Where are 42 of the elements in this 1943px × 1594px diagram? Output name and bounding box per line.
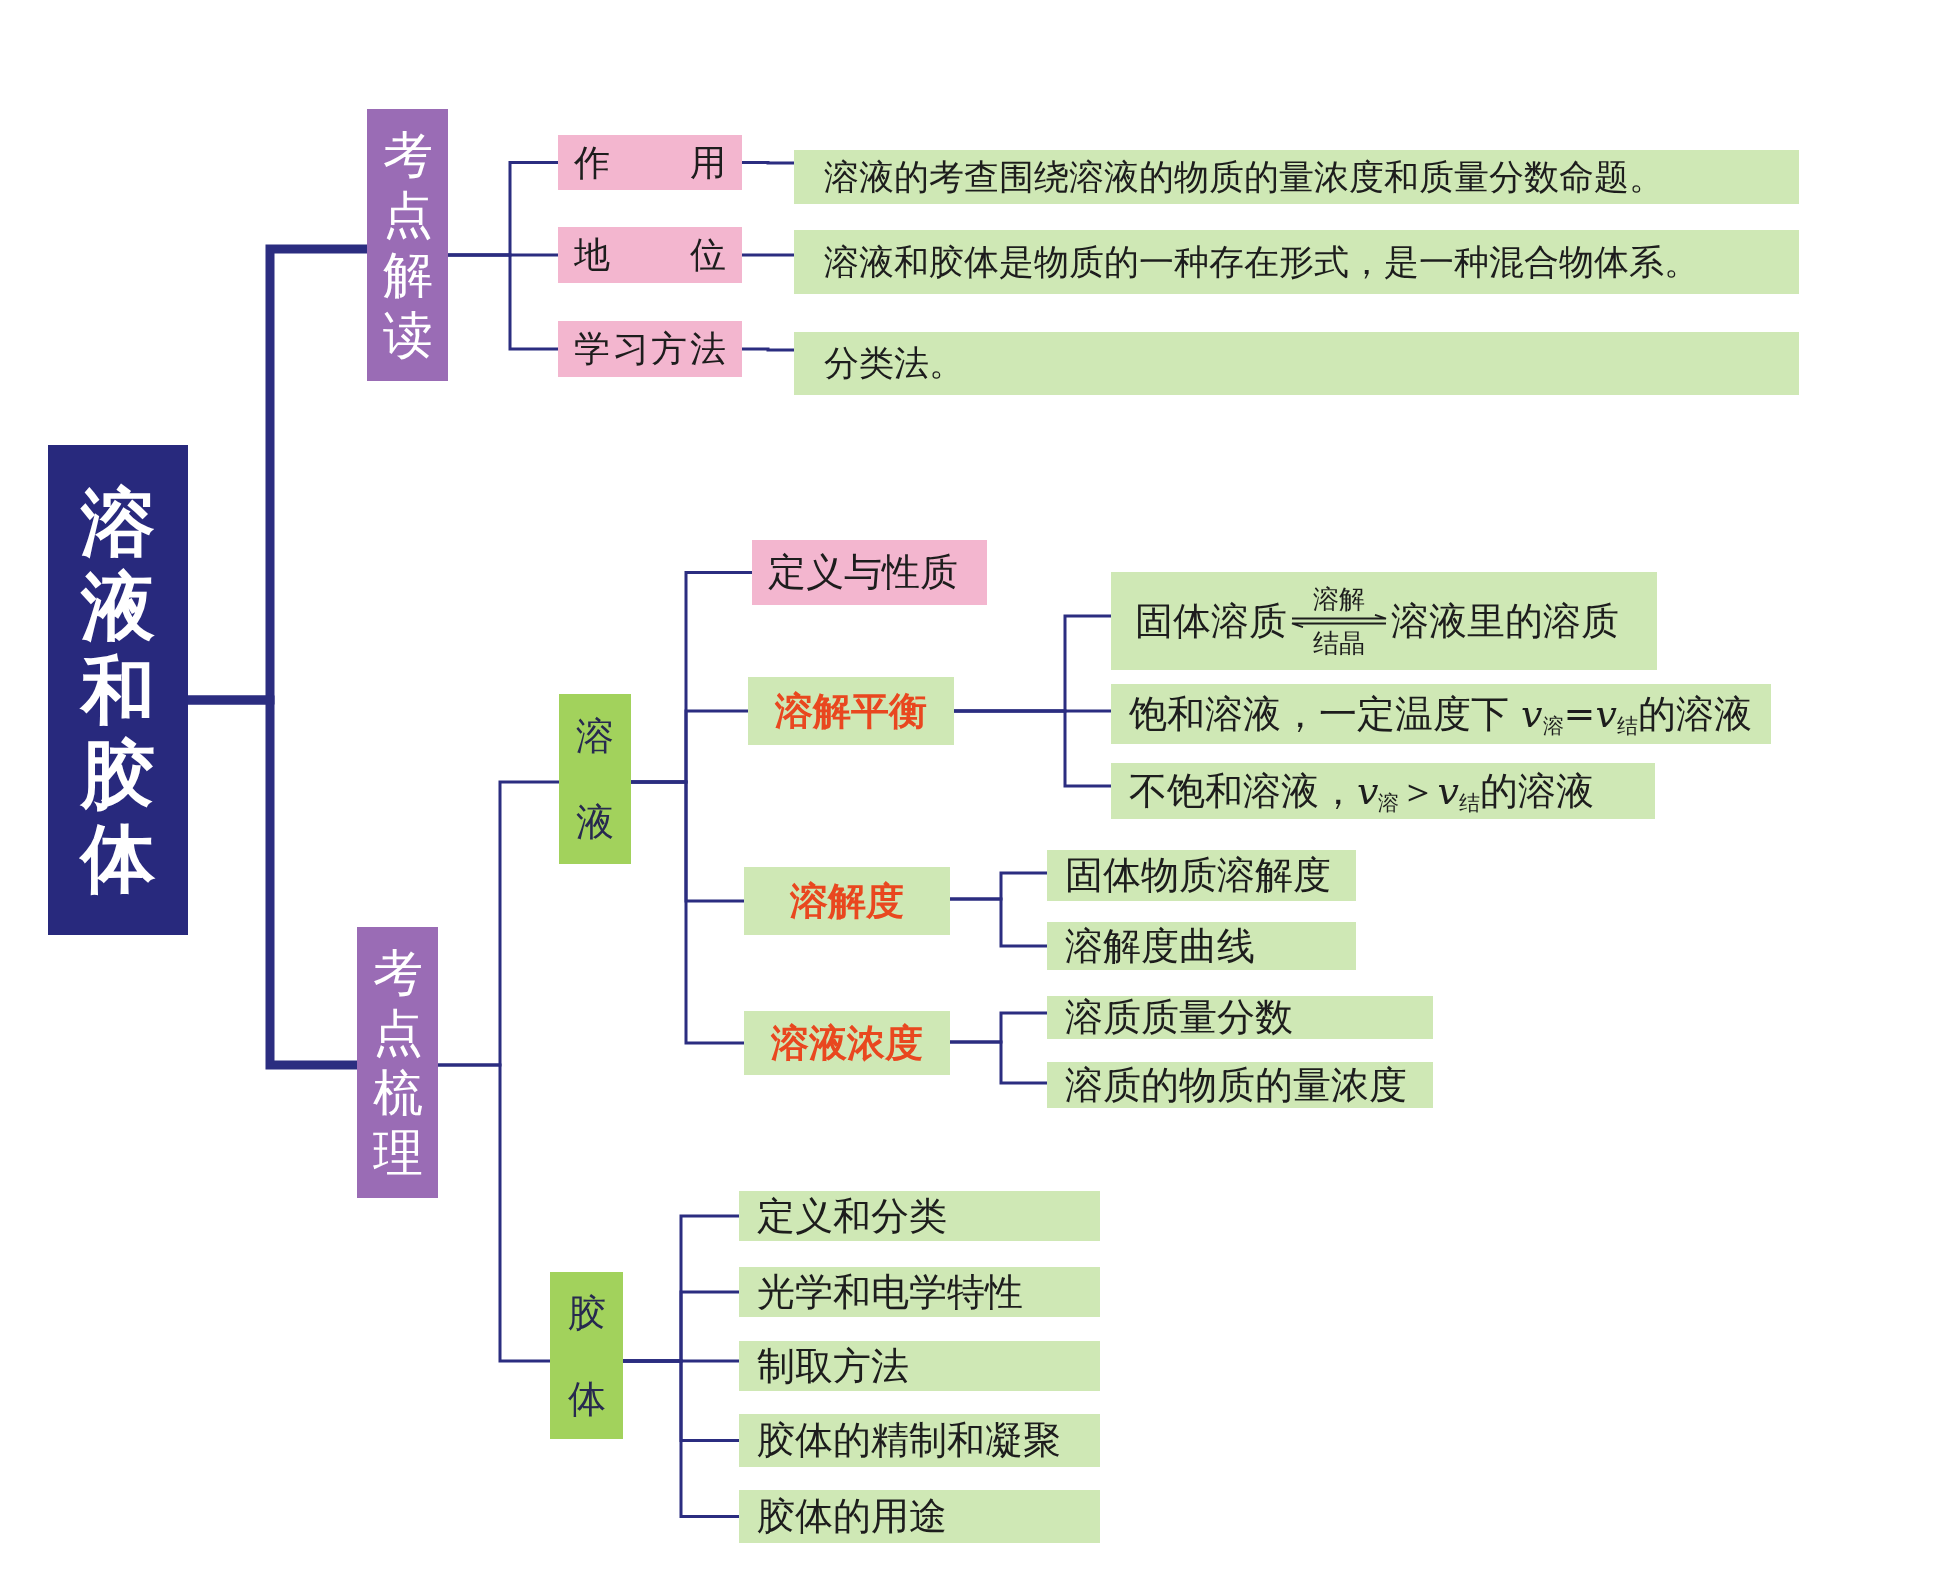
key-topic-box: 溶液浓度	[744, 1011, 950, 1075]
description-box: 溶液的考查围绕溶液的物质的量浓度和质量分数命题。	[794, 150, 1799, 204]
connector-line	[742, 347, 794, 352]
topic-box: 胶体的用途	[739, 1490, 1100, 1543]
condition-label: 结晶	[1313, 628, 1365, 658]
term-text: 固体溶质	[1135, 602, 1287, 640]
topic-box	[1111, 572, 1657, 670]
label-box: 学习方法	[558, 321, 742, 377]
key-topic-box: 溶解度	[744, 867, 950, 935]
topic-box: 固体物质溶解度	[1047, 850, 1356, 901]
connector-line	[950, 897, 1047, 948]
connector-line	[954, 709, 1111, 788]
topic-box: 溶质的物质的量浓度	[1047, 1062, 1433, 1108]
label-box: 作用	[558, 135, 742, 190]
topic-box: 饱和溶液，一定温度下 v$_{溶}$=v$_{结}$的溶液	[1111, 684, 1771, 744]
branch-box: 胶体	[550, 1272, 623, 1439]
connector-line	[188, 695, 357, 1070]
label-box: 地位	[558, 227, 742, 283]
topic-box: 定义与性质	[752, 540, 987, 605]
topic-box: 不饱和溶液，v$_{溶}$＞v$_{结}$的溶液	[1111, 763, 1655, 819]
key-topic-box: 溶解平衡	[748, 677, 954, 745]
topic-box: 制取方法	[739, 1341, 1100, 1391]
topic-box: 胶体的精制和凝聚	[739, 1414, 1100, 1467]
root-topic-box: 溶液和胶体	[48, 445, 188, 935]
connector-line	[742, 161, 794, 165]
term-text: 溶液里的溶质	[1391, 602, 1619, 640]
category-box: 考点解读	[367, 109, 448, 381]
connector-line	[631, 780, 744, 1045]
connector-line	[623, 1359, 739, 1518]
topic-box: 溶解度曲线	[1047, 922, 1356, 970]
topic-box: 溶质质量分数	[1047, 996, 1433, 1039]
description-box: 分类法。	[794, 332, 1799, 395]
branch-box: 溶液	[559, 694, 631, 864]
connector-line	[742, 253, 794, 257]
topic-box: 定义和分类	[739, 1191, 1100, 1241]
description-box: 溶液和胶体是物质的一种存在形式，是一种混合物体系。	[794, 230, 1799, 294]
topic-box: 光学和电学特性	[739, 1267, 1100, 1317]
condition-label: 溶解	[1313, 584, 1365, 614]
connector-line	[950, 1040, 1047, 1085]
connector-line	[448, 253, 558, 351]
category-box: 考点梳理	[357, 927, 438, 1198]
connector-line	[438, 1063, 550, 1363]
